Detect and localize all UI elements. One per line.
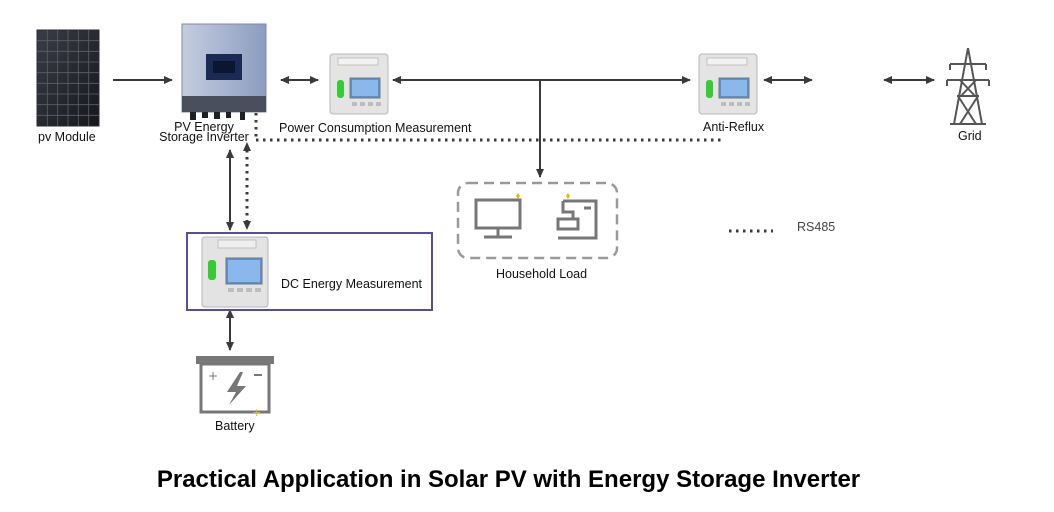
battery-label: Battery	[215, 419, 255, 433]
rs485-arrowhead-down	[243, 221, 251, 230]
power-meter-label: Power Consumption Measurement	[279, 121, 472, 135]
diagram-title: Practical Application in Solar PV with E…	[156, 466, 861, 493]
svg-text:+: +	[252, 406, 261, 419]
dc-meter-label: DC Energy Measurement	[281, 277, 423, 291]
power-meter-icon	[329, 53, 389, 115]
connectors	[113, 76, 935, 351]
anti-reflux-label: Anti-Reflux	[703, 120, 765, 134]
svg-text:+: +	[208, 369, 218, 383]
inverter-label-line1: PV Energy	[174, 120, 234, 134]
household-load-label: Household Load	[496, 267, 588, 281]
household-load-box	[456, 181, 619, 260]
battery-icon: + +	[196, 356, 274, 419]
appliance-icon	[556, 199, 598, 240]
inverter-icon	[181, 23, 267, 120]
appliance-spark	[566, 193, 570, 199]
monitor-spark	[516, 193, 520, 199]
monitor-icon	[474, 198, 522, 239]
grid-tower-icon	[946, 47, 990, 125]
anti-reflux-meter-icon	[698, 53, 758, 115]
grid-label: Grid	[958, 129, 982, 143]
rs485-lines	[245, 113, 773, 233]
solar-panel-icon	[36, 29, 100, 127]
rs485-legend-label: RS485	[797, 220, 836, 234]
rs485-arrowhead-up	[243, 142, 251, 151]
dc-meter-box	[186, 232, 433, 311]
inverter-label-line2: Storage Inverter	[159, 130, 249, 144]
dc-meter-icon	[201, 236, 269, 308]
pv-module-label: pv Module	[38, 130, 96, 144]
